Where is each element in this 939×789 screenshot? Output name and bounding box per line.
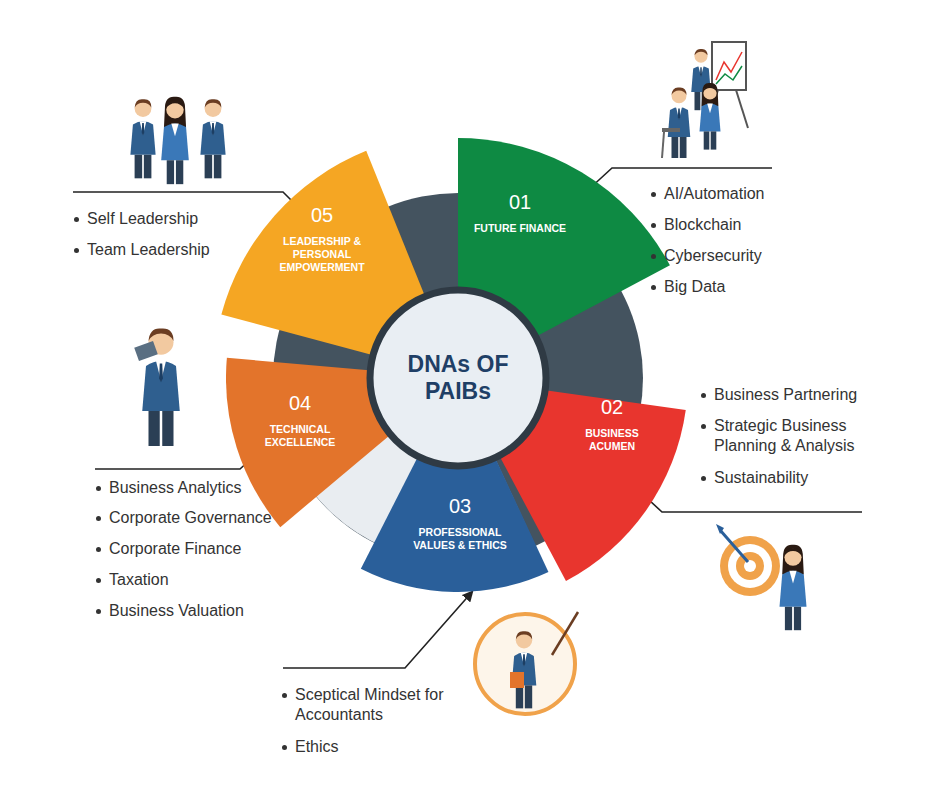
bullet-item: Strategic Business Planning & Analysis bbox=[700, 416, 894, 456]
segment-number: 05 bbox=[258, 203, 386, 227]
bullet-item: AI/Automation bbox=[650, 184, 814, 204]
segment-title: LEADERSHIP & PERSONAL EMPOWERMENT bbox=[258, 235, 386, 274]
segment-text-box: 04TECHNICAL EXCELLENCE bbox=[254, 391, 346, 449]
segment-title: TECHNICAL EXCELLENCE bbox=[254, 423, 346, 449]
segment-text-box: 05LEADERSHIP & PERSONAL EMPOWERMENT bbox=[258, 203, 386, 274]
segment-title: BUSINESS ACUMEN bbox=[566, 427, 658, 453]
bullet-item: Business Valuation bbox=[95, 601, 309, 621]
segment-text-box: 01FUTURE FINANCE bbox=[472, 190, 568, 235]
team-figure bbox=[130, 97, 225, 184]
segment-text-box: 02BUSINESS ACUMEN bbox=[566, 395, 658, 453]
bullet-item: Big Data bbox=[650, 277, 814, 297]
bullet-item: Sustainability bbox=[700, 468, 904, 488]
bullet-item: Ethics bbox=[281, 737, 445, 757]
bullet-item: Sceptical Mindset for Accountants bbox=[281, 685, 480, 725]
segment-number: 02 bbox=[566, 395, 658, 419]
segment-number: 04 bbox=[254, 391, 346, 415]
bullet-item: Business Analytics bbox=[95, 478, 309, 498]
bullet-item: Business Partnering bbox=[700, 385, 904, 405]
center-circle: DNAs OF PAIBs bbox=[366, 286, 550, 470]
bullet-item: Self Leadership bbox=[73, 209, 267, 229]
segment-text-box: 03PROFESSIONAL VALUES & ETHICS bbox=[408, 494, 512, 552]
presentation-figure bbox=[662, 42, 748, 158]
teacher-figure bbox=[475, 612, 578, 714]
laptop-man-figure bbox=[134, 328, 180, 446]
target-figure bbox=[716, 524, 807, 630]
bullet-item: Cybersecurity bbox=[650, 246, 814, 266]
bullet-item: Blockchain bbox=[650, 215, 814, 235]
leader-line bbox=[283, 592, 472, 668]
bullet-item: Corporate Finance bbox=[95, 539, 309, 559]
segment-number: 03 bbox=[408, 494, 512, 518]
bullet-item: Team Leadership bbox=[73, 240, 267, 260]
bullet-item: Taxation bbox=[95, 570, 309, 590]
segment-title: PROFESSIONAL VALUES & ETHICS bbox=[408, 526, 512, 552]
center-text-box: DNAs OF PAIBs bbox=[366, 286, 550, 470]
center-title: DNAs OF PAIBs bbox=[393, 351, 523, 405]
leader-line bbox=[95, 449, 262, 469]
segment-title: FUTURE FINANCE bbox=[472, 222, 568, 235]
segment-number: 01 bbox=[472, 190, 568, 214]
bullet-item: Corporate Governance bbox=[95, 508, 309, 528]
